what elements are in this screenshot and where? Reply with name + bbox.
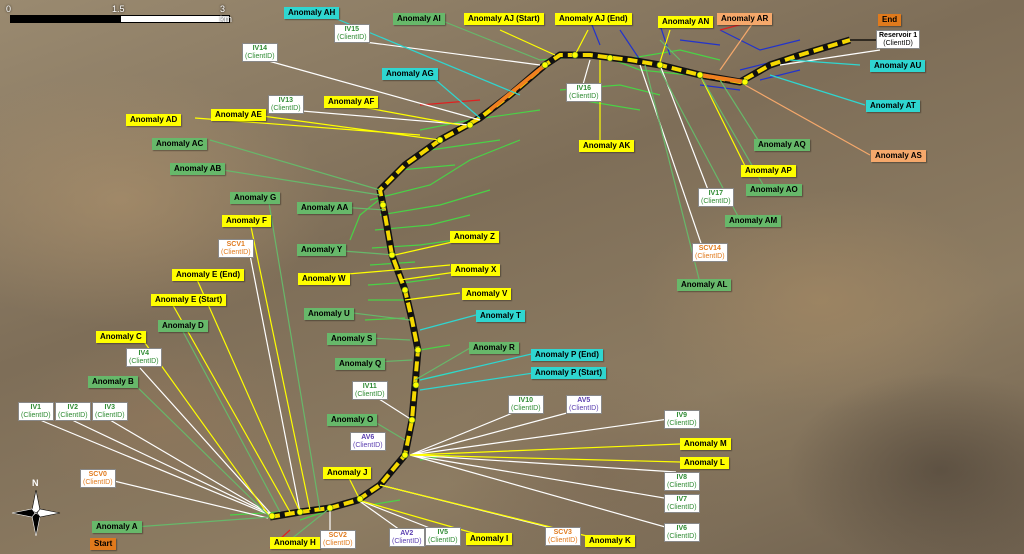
- valve-scv1[interactable]: SCV1(ClientID): [218, 239, 254, 259]
- anomaly-e-end[interactable]: Anomaly E (End): [172, 269, 245, 281]
- anomaly-ai[interactable]: Anomaly AI: [393, 13, 445, 25]
- anomaly-ad[interactable]: Anomaly AD: [126, 114, 182, 126]
- valve-scv14[interactable]: SCV14(ClientID): [692, 243, 728, 263]
- anomaly-e-start[interactable]: Anomaly E (Start): [151, 294, 227, 306]
- anomaly-f[interactable]: Anomaly F: [222, 215, 271, 227]
- anomaly-ao[interactable]: Anomaly AO: [746, 184, 802, 196]
- north-label: N: [32, 478, 39, 488]
- anomaly-v[interactable]: Anomaly V: [462, 288, 512, 300]
- scale-bar-white: [120, 15, 230, 23]
- anomaly-c[interactable]: Anomaly C: [96, 331, 146, 343]
- anomaly-aj-start[interactable]: Anomaly AJ (Start): [464, 13, 544, 25]
- valve-iv9[interactable]: IV9(ClientID): [664, 410, 700, 430]
- anomaly-an[interactable]: Anomaly AN: [658, 16, 714, 28]
- anomaly-l[interactable]: Anomaly L: [680, 457, 729, 469]
- anomaly-w[interactable]: Anomaly W: [298, 273, 350, 285]
- valve-iv8[interactable]: IV8(ClientID): [664, 472, 700, 492]
- anomaly-h[interactable]: Anomaly H: [270, 537, 320, 549]
- valve-iv1[interactable]: IV1(ClientID): [18, 402, 54, 422]
- anomaly-p-end[interactable]: Anomaly P (End): [531, 349, 603, 361]
- valve-iv10[interactable]: IV10(ClientID): [508, 395, 544, 415]
- north-arrow: N: [10, 478, 62, 538]
- anomaly-o[interactable]: Anomaly O: [327, 414, 378, 426]
- anomaly-ar[interactable]: Anomaly AR: [717, 13, 773, 25]
- anomaly-j[interactable]: Anomaly J: [323, 467, 372, 479]
- anomaly-q[interactable]: Anomaly Q: [335, 358, 386, 370]
- compass-icon: [11, 489, 61, 537]
- valve-iv15[interactable]: IV15(ClientID): [334, 24, 370, 44]
- valve-iv13[interactable]: IV13(ClientID): [268, 95, 304, 115]
- end-label[interactable]: End: [878, 14, 902, 26]
- anomaly-d[interactable]: Anomaly D: [158, 320, 208, 332]
- anomaly-u[interactable]: Anomaly U: [304, 308, 354, 320]
- anomaly-au[interactable]: Anomaly AU: [870, 60, 926, 72]
- anomaly-t[interactable]: Anomaly T: [476, 310, 525, 322]
- anomaly-k[interactable]: Anomaly K: [585, 535, 635, 547]
- anomaly-as[interactable]: Anomaly AS: [871, 150, 926, 162]
- anomaly-s[interactable]: Anomaly S: [327, 333, 377, 345]
- anomaly-z[interactable]: Anomaly Z: [450, 231, 499, 243]
- anomaly-markers: [268, 51, 749, 520]
- valve-iv5[interactable]: IV5(ClientID): [425, 527, 461, 547]
- scale-tick-1: 1.5: [112, 4, 125, 14]
- anomaly-af[interactable]: Anomaly AF: [324, 96, 379, 108]
- valve-iv3[interactable]: IV3(ClientID): [92, 402, 128, 422]
- valve-iv7[interactable]: IV7(ClientID): [664, 494, 700, 514]
- anomaly-ab[interactable]: Anomaly AB: [170, 163, 226, 175]
- anomaly-a[interactable]: Anomaly A: [92, 521, 142, 533]
- valve-iv17[interactable]: IV17(ClientID): [698, 188, 734, 208]
- valve-scv0[interactable]: SCV0(ClientID): [80, 469, 116, 489]
- valve-iv14[interactable]: IV14(ClientID): [242, 43, 278, 63]
- valve-av5[interactable]: AV5(ClientID): [566, 395, 602, 415]
- anomaly-g[interactable]: Anomaly G: [230, 192, 281, 204]
- valve-av2[interactable]: AV2(ClientID): [389, 528, 425, 548]
- anomaly-i[interactable]: Anomaly I: [466, 533, 513, 545]
- scale-tick-2: 3 km: [220, 4, 232, 24]
- leader-lines: [39, 11, 881, 541]
- anomaly-r[interactable]: Anomaly R: [469, 342, 519, 354]
- anomaly-ae[interactable]: Anomaly AE: [211, 109, 266, 121]
- valve-iv2[interactable]: IV2(ClientID): [55, 402, 91, 422]
- anomaly-m[interactable]: Anomaly M: [680, 438, 731, 450]
- reservoir-label[interactable]: Reservoir 1 (ClientID): [876, 30, 921, 50]
- scale-bar-black: [10, 15, 120, 23]
- scale-bar: 0 1.5 3 km: [6, 4, 236, 26]
- anomaly-ak[interactable]: Anomaly AK: [579, 140, 635, 152]
- anomaly-am[interactable]: Anomaly AM: [725, 215, 782, 227]
- valve-iv4[interactable]: IV4(ClientID): [126, 348, 162, 368]
- anomaly-y[interactable]: Anomaly Y: [297, 244, 347, 256]
- anomaly-ah[interactable]: Anomaly AH: [284, 7, 340, 19]
- valve-iv16[interactable]: IV16(ClientID): [566, 83, 602, 103]
- anomaly-b[interactable]: Anomaly B: [88, 376, 138, 388]
- start-label[interactable]: Start: [90, 538, 117, 550]
- scale-tick-0: 0: [6, 4, 12, 14]
- anomaly-aa[interactable]: Anomaly AA: [297, 202, 353, 214]
- valve-av6[interactable]: AV6(ClientID): [350, 432, 386, 452]
- valve-iv6[interactable]: IV6(ClientID): [664, 523, 700, 543]
- anomaly-ap[interactable]: Anomaly AP: [741, 165, 796, 177]
- valve-iv11[interactable]: IV11(ClientID): [352, 381, 388, 401]
- anomaly-ag[interactable]: Anomaly AG: [382, 68, 438, 80]
- anomaly-al[interactable]: Anomaly AL: [677, 279, 732, 291]
- valve-scv2[interactable]: SCV2(ClientID): [320, 530, 356, 550]
- anomaly-at[interactable]: Anomaly AT: [866, 100, 920, 112]
- anomaly-x[interactable]: Anomaly X: [451, 264, 501, 276]
- anomaly-ac[interactable]: Anomaly AC: [152, 138, 208, 150]
- anomaly-p-start[interactable]: Anomaly P (Start): [531, 367, 606, 379]
- anomaly-aj-end[interactable]: Anomaly AJ (End): [555, 13, 632, 25]
- anomaly-aq[interactable]: Anomaly AQ: [754, 139, 810, 151]
- main-transmission-line: [269, 36, 852, 521]
- valve-scv3[interactable]: SCV3(ClientID): [545, 527, 581, 547]
